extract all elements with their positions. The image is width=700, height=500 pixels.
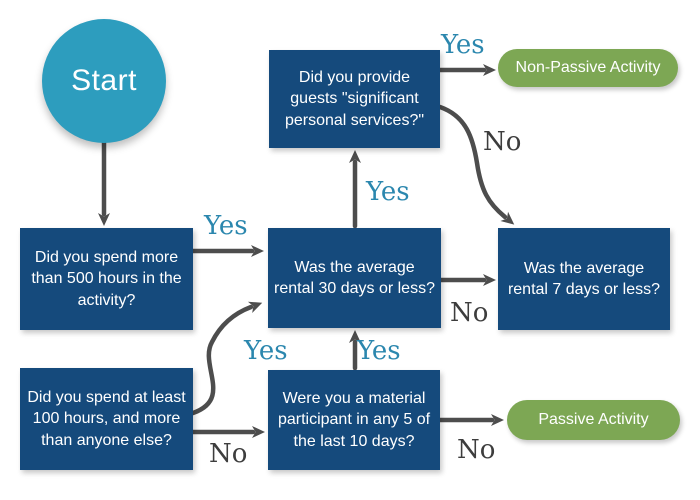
outcome-non-passive-text: Non-Passive Activity bbox=[515, 59, 661, 76]
node-rental30: Was the average rental 30 days or less? bbox=[268, 228, 441, 328]
outcome-passive: Passive Activity bbox=[507, 400, 680, 440]
node-material: Were you a material participant in any 5… bbox=[268, 370, 440, 470]
outcome-passive-text: Passive Activity bbox=[538, 411, 649, 428]
node-hours500-text: Did you spend more than 500 hours in the… bbox=[31, 249, 182, 309]
node-hours500: Did you spend more than 500 hours in the… bbox=[20, 228, 193, 330]
label-no-services-rental7: No bbox=[483, 127, 522, 157]
node-rental7-text: Was the average rental 7 days or less? bbox=[507, 259, 661, 298]
node-hours100-text: Did you spend at least 100 hours, and mo… bbox=[27, 389, 186, 449]
outcome-non-passive: Non-Passive Activity bbox=[498, 49, 678, 87]
label-no-rental30-rental7: No bbox=[450, 298, 489, 328]
node-services-text: Did you provide guests "significant pers… bbox=[284, 69, 425, 129]
edge-services-to-rental7 bbox=[437, 104, 515, 225]
label-yes-hours500-rental30: Yes bbox=[204, 211, 248, 241]
label-yes-material-rental30: Yes bbox=[357, 336, 401, 366]
edge-hours100-to-rental30 bbox=[190, 301, 263, 416]
start-node: Start bbox=[42, 19, 166, 143]
label-no-material-passive: No bbox=[457, 435, 496, 465]
start-label: Start bbox=[71, 64, 137, 97]
label-yes-rental30-services: Yes bbox=[366, 177, 410, 207]
node-hours100: Did you spend at least 100 hours, and mo… bbox=[20, 368, 193, 470]
label-no-hours100-material: No bbox=[209, 439, 248, 469]
node-rental7: Was the average rental 7 days or less? bbox=[498, 228, 670, 330]
label-yes-services-nonpassive: Yes bbox=[441, 30, 485, 60]
node-rental30-text: Was the average rental 30 days or less? bbox=[274, 258, 435, 297]
label-yes-hours100-rental30: Yes bbox=[244, 336, 288, 366]
node-services: Did you provide guests "significant pers… bbox=[269, 50, 440, 148]
node-material-text: Were you a material participant in any 5… bbox=[277, 390, 431, 450]
